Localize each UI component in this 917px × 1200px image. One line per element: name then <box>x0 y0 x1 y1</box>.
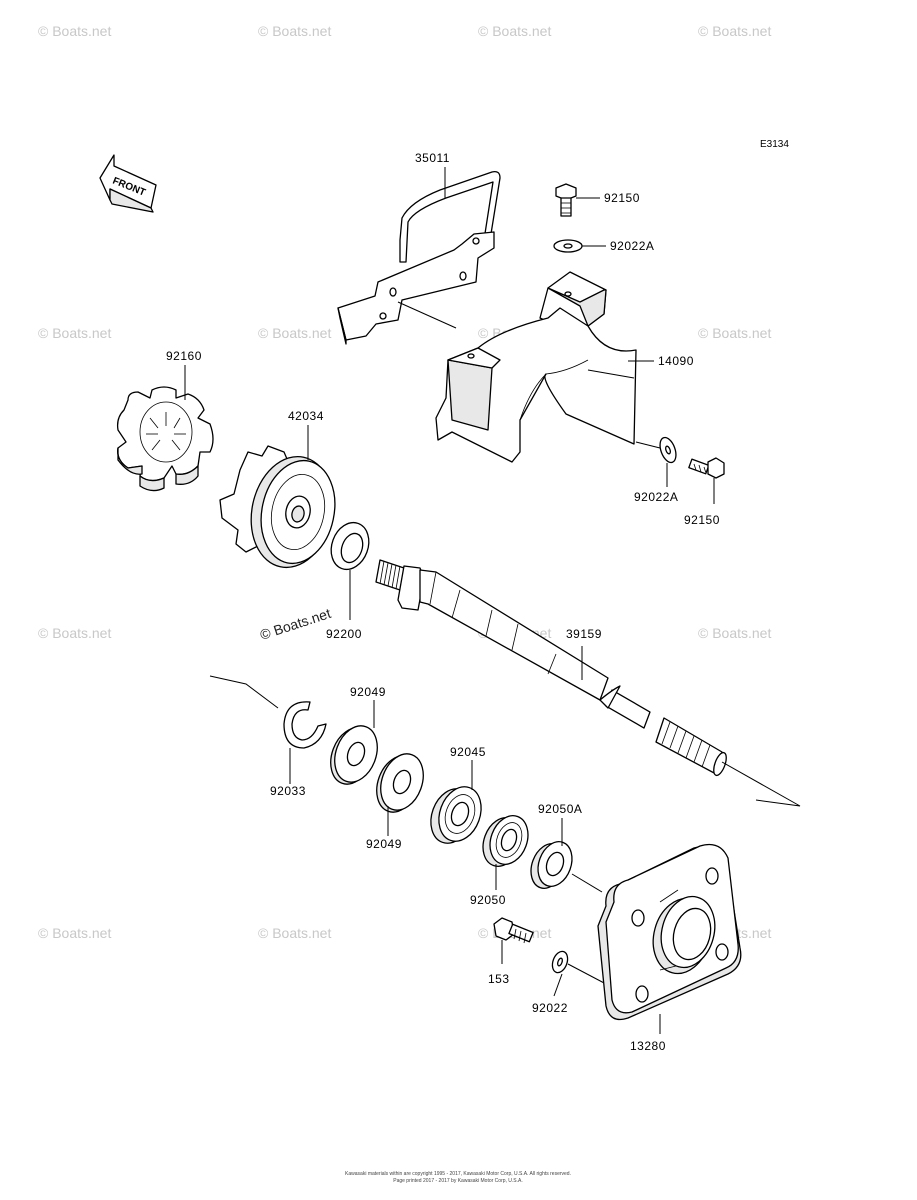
part-label-92200: 92200 <box>326 627 362 641</box>
watermark: © Boats.net <box>258 925 331 941</box>
watermark: © Boats.net <box>258 605 333 643</box>
part-label-39159: 39159 <box>566 627 602 641</box>
assembly-line-left <box>209 675 279 709</box>
washer-92022A-top <box>553 239 583 253</box>
part-label-92045: 92045 <box>450 745 486 759</box>
bolt-153 <box>493 917 534 944</box>
coupling-92160 <box>116 386 214 492</box>
bolt-92150-top <box>555 183 577 217</box>
part-label-92150-bottom: 92150 <box>684 513 720 527</box>
watermark: © Boats.net <box>38 925 111 941</box>
part-label-92050: 92050 <box>470 893 506 907</box>
impeller-42034 <box>219 445 336 569</box>
copyright-line-1: Kawasaki materials within are copyright … <box>345 1171 571 1177</box>
watermark: © Boats.net <box>258 23 331 39</box>
part-label-92022A-bottom: 92022A <box>634 490 678 504</box>
seal-92049-top <box>330 725 378 785</box>
bracket-35011 <box>337 170 501 345</box>
part-label-92160: 92160 <box>166 349 202 363</box>
watermark: © Boats.net <box>698 325 771 341</box>
bearing-92045 <box>430 786 482 844</box>
part-label-92049-top: 92049 <box>350 685 386 699</box>
watermark: © Boats.net <box>478 23 551 39</box>
part-label-92022A-top: 92022A <box>610 239 654 253</box>
part-label-13280: 13280 <box>630 1039 666 1053</box>
cover-14090 <box>435 271 637 463</box>
washer-92022A-bottom <box>659 436 677 464</box>
watermark: © Boats.net <box>258 325 331 341</box>
reference-code: E3134 <box>760 139 789 150</box>
part-label-92150-top: 92150 <box>604 191 640 205</box>
watermark: © Boats.net <box>698 625 771 641</box>
part-label-92049-bottom: 92049 <box>366 837 402 851</box>
washer-92022 <box>551 950 569 974</box>
part-label-153: 153 <box>488 972 510 986</box>
front-arrow-icon: FRONT <box>99 154 157 213</box>
bearing-92050 <box>482 815 529 867</box>
assembly-line-right <box>721 761 801 807</box>
copyright-line-2: Page printed 2017 - 2017 by Kawasaki Mot… <box>393 1178 523 1184</box>
bolt-92150-bottom <box>688 457 725 479</box>
part-label-92022: 92022 <box>532 1001 568 1015</box>
part-label-14090: 14090 <box>658 354 694 368</box>
housing-13280 <box>597 843 742 1021</box>
watermark: © Boats.net <box>38 23 111 39</box>
seal-92050A <box>530 841 573 889</box>
watermark: © Boats.net <box>38 325 111 341</box>
seal-92049-bottom <box>376 753 424 813</box>
watermark: © Boats.net <box>698 23 771 39</box>
part-label-92050A: 92050A <box>538 802 582 816</box>
drive-shaft-39159 <box>375 559 727 777</box>
part-label-35011: 35011 <box>415 151 450 165</box>
part-label-92033: 92033 <box>270 784 306 798</box>
watermark: © Boats.net <box>38 625 111 641</box>
circlip-92033 <box>283 701 327 749</box>
part-label-42034: 42034 <box>288 409 324 423</box>
washer-92200 <box>330 521 370 571</box>
